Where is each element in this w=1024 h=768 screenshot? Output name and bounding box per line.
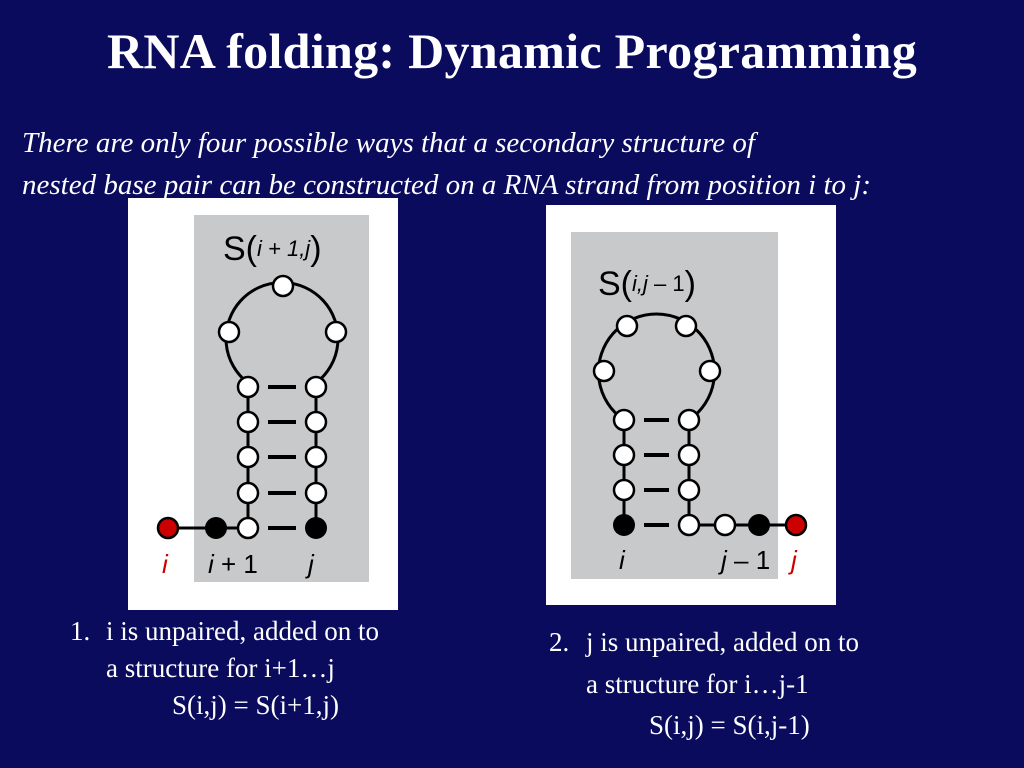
case2-rna-diagram: S(i,j – 1) — [571, 232, 808, 579]
case1-subproblem-label: S(i + 1,j) — [223, 230, 322, 268]
case2-nucleotides — [592, 314, 737, 537]
case2-hairpin-loop — [597, 312, 716, 422]
case2-nucleotide-j — [784, 513, 808, 537]
case2-nucleotide-j1 — [748, 514, 770, 536]
case1-nucleotide-i — [156, 516, 180, 540]
slide-title: RNA folding: Dynamic Programming — [106, 23, 918, 79]
intro-text: There are only four possible ways that a… — [22, 122, 1022, 206]
case1-diagram-panel: S(i + 1,j) — [128, 198, 398, 610]
case2-formula: S(i,j) = S(i,j-1) — [649, 710, 810, 740]
case1-rna-diagram: S(i + 1,j) — [156, 215, 369, 582]
case1-number: 1. — [70, 616, 91, 646]
case2-label-j: j — [788, 545, 798, 575]
case1-line-1: i is unpaired, added on to — [106, 616, 379, 646]
case2-line-2: a structure for i…j-1 — [586, 669, 809, 699]
case1-nucleotides — [217, 274, 348, 540]
case2-label-i: i — [619, 545, 626, 575]
case2-base-pair-bonds — [644, 418, 669, 527]
case1-label-j: j — [305, 549, 315, 579]
intro-line-1: There are only four possible ways that a… — [22, 127, 755, 159]
case1-formula: S(i,j) = S(i+1,j) — [172, 690, 339, 720]
case2-diagram-panel: S(i,j – 1) — [546, 205, 836, 605]
case2-number: 2. — [549, 627, 570, 657]
case2-caption: 2. j is unpaired, added on to a structur… — [549, 624, 969, 749]
case2-line-1: j is unpaired, added on to — [586, 627, 859, 657]
case1-label-i: i — [162, 549, 169, 579]
case1-line-2: a structure for i+1…j — [106, 653, 335, 683]
case1-nucleotide-i1 — [205, 517, 227, 539]
case2-subproblem-box — [571, 232, 778, 579]
intro-line-2: nested base pair can be constructed on a… — [22, 169, 872, 201]
case2-label-j-minus-1: j – 1 — [718, 545, 770, 575]
case1-caption: 1. i is unpaired, added on to a structur… — [70, 613, 470, 733]
case2-subproblem-label: S(i,j – 1) — [598, 265, 696, 303]
case1-nucleotide-j — [305, 517, 327, 539]
case1-label-i-plus-1: i + 1 — [208, 549, 258, 579]
case2-nucleotide-i — [613, 514, 635, 536]
case1-base-pair-bonds — [268, 385, 296, 530]
